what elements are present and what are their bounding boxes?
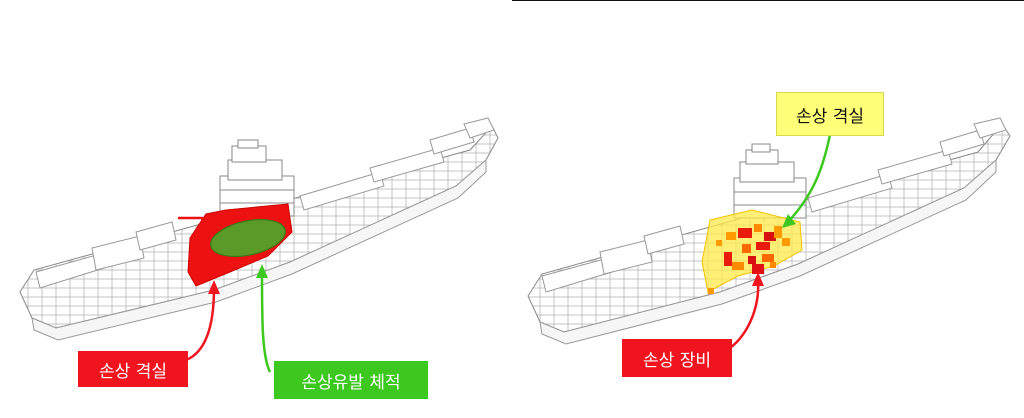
arrow-damage-volume bbox=[260, 271, 272, 373]
arrow-head-red bbox=[208, 280, 220, 294]
arrow-head-red bbox=[752, 272, 764, 286]
arrow-damaged-equipment bbox=[729, 279, 760, 349]
damaged-equipment-cluster bbox=[708, 224, 790, 294]
left-ship-diagram bbox=[19, 117, 499, 373]
hull-side bbox=[539, 158, 997, 345]
arrow-head-green bbox=[256, 264, 268, 278]
right-ship-diagram bbox=[527, 117, 1011, 349]
label-damaged-equipment: 손상 장비 bbox=[622, 339, 732, 377]
deck-structures bbox=[35, 117, 495, 289]
right-panel: 손상 격실 손상 장비 bbox=[512, 0, 1024, 414]
left-panel: 손상 격실 손상유발 체적 bbox=[0, 0, 512, 414]
arrow-head-green bbox=[782, 214, 796, 228]
label-damaged-compartment-right: 손상 격실 bbox=[776, 92, 884, 136]
arrow-damaged-compartment bbox=[787, 123, 834, 223]
ship-superstructure bbox=[733, 143, 807, 219]
label-damage-volume: 손상유발 체적 bbox=[274, 361, 428, 399]
deck-structures bbox=[541, 117, 1007, 293]
label-damaged-compartment-left: 손상 격실 bbox=[78, 351, 188, 387]
damage-volume-ellipse bbox=[210, 218, 286, 258]
arrow-damaged-compartment bbox=[185, 287, 216, 362]
top-divider bbox=[512, 0, 1024, 1]
